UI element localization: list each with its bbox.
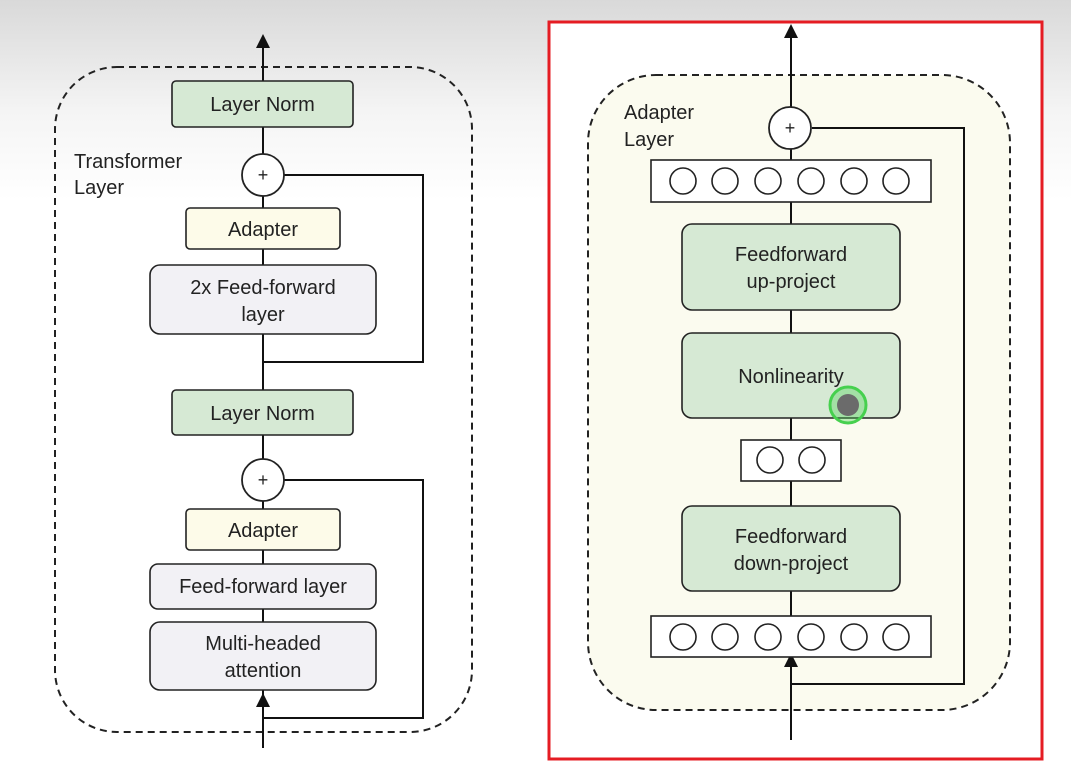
up-project-box — [681, 223, 901, 311]
residual-connection-top — [263, 174, 424, 363]
bottleneck-unit — [798, 446, 826, 474]
adapter-layer-diagram: Adapter Layer + Feedforward up-project N… — [547, 20, 1044, 761]
layer-norm-mid-label: Layer Norm — [210, 403, 314, 425]
ffn-2x-label-line2: layer — [241, 304, 285, 326]
input-unit — [840, 623, 868, 651]
bottleneck-vector-box — [740, 439, 842, 482]
cursor-indicator — [828, 385, 868, 425]
adapter-skip-connection — [791, 127, 965, 685]
output-unit — [669, 167, 697, 195]
down-project-label-line1: Feedforward — [735, 526, 847, 548]
attention-label-line1: Multi-headed — [205, 633, 321, 655]
attention-label-line2: attention — [225, 660, 302, 682]
add-circle-top — [241, 153, 285, 197]
up-project-label-line1: Feedforward — [735, 244, 847, 266]
up-project-label-line2: up-project — [747, 271, 836, 293]
transformer-layer-diagram: Transformer Layer Layer Norm + Adapter 2… — [54, 34, 473, 748]
residual-connection-bottom — [263, 479, 424, 719]
plus-icon-bottom: + — [258, 470, 269, 490]
ffn-layer-label: Feed-forward layer — [179, 576, 347, 598]
layer-norm-top-box — [171, 80, 354, 128]
ffn-2x-box — [149, 264, 377, 335]
nonlinearity-label: Nonlinearity — [738, 366, 844, 388]
output-unit — [882, 167, 910, 195]
adapter-bottom-box — [185, 508, 341, 551]
output-unit — [840, 167, 868, 195]
bottleneck-vector — [740, 439, 842, 482]
input-unit — [754, 623, 782, 651]
layer-norm-top-label: Layer Norm — [210, 94, 314, 116]
attention-box — [149, 621, 377, 691]
input-unit — [669, 623, 697, 651]
plus-icon-top: + — [258, 165, 269, 185]
output-unit — [797, 167, 825, 195]
input-unit — [882, 623, 910, 651]
input-unit — [797, 623, 825, 651]
ffn-layer-box — [149, 563, 377, 610]
adapter-layer-label-line1: Adapter — [624, 102, 694, 124]
input-vector — [650, 615, 932, 658]
transformer-layer-label-line1: Transformer — [74, 151, 183, 173]
output-unit — [711, 167, 739, 195]
adapter-plus-icon: + — [785, 118, 796, 138]
adapter-layer-label-line2: Layer — [624, 129, 674, 151]
adapter-top-box — [185, 207, 341, 250]
adapter-add-circle — [768, 106, 812, 150]
adapter-bottom-label: Adapter — [228, 520, 298, 542]
input-unit — [711, 623, 739, 651]
down-project-label-line2: down-project — [734, 553, 849, 575]
down-project-box — [681, 505, 901, 592]
output-vector — [650, 159, 932, 203]
output-unit — [754, 167, 782, 195]
adapter-top-label: Adapter — [228, 219, 298, 241]
ffn-2x-label-line1: 2x Feed-forward — [190, 277, 336, 299]
cursor-dot-icon — [837, 394, 859, 416]
add-circle-bottom — [241, 458, 285, 502]
bottleneck-unit — [756, 446, 784, 474]
layer-norm-mid-box — [171, 389, 354, 436]
transformer-layer-label-line2: Layer — [74, 177, 124, 199]
